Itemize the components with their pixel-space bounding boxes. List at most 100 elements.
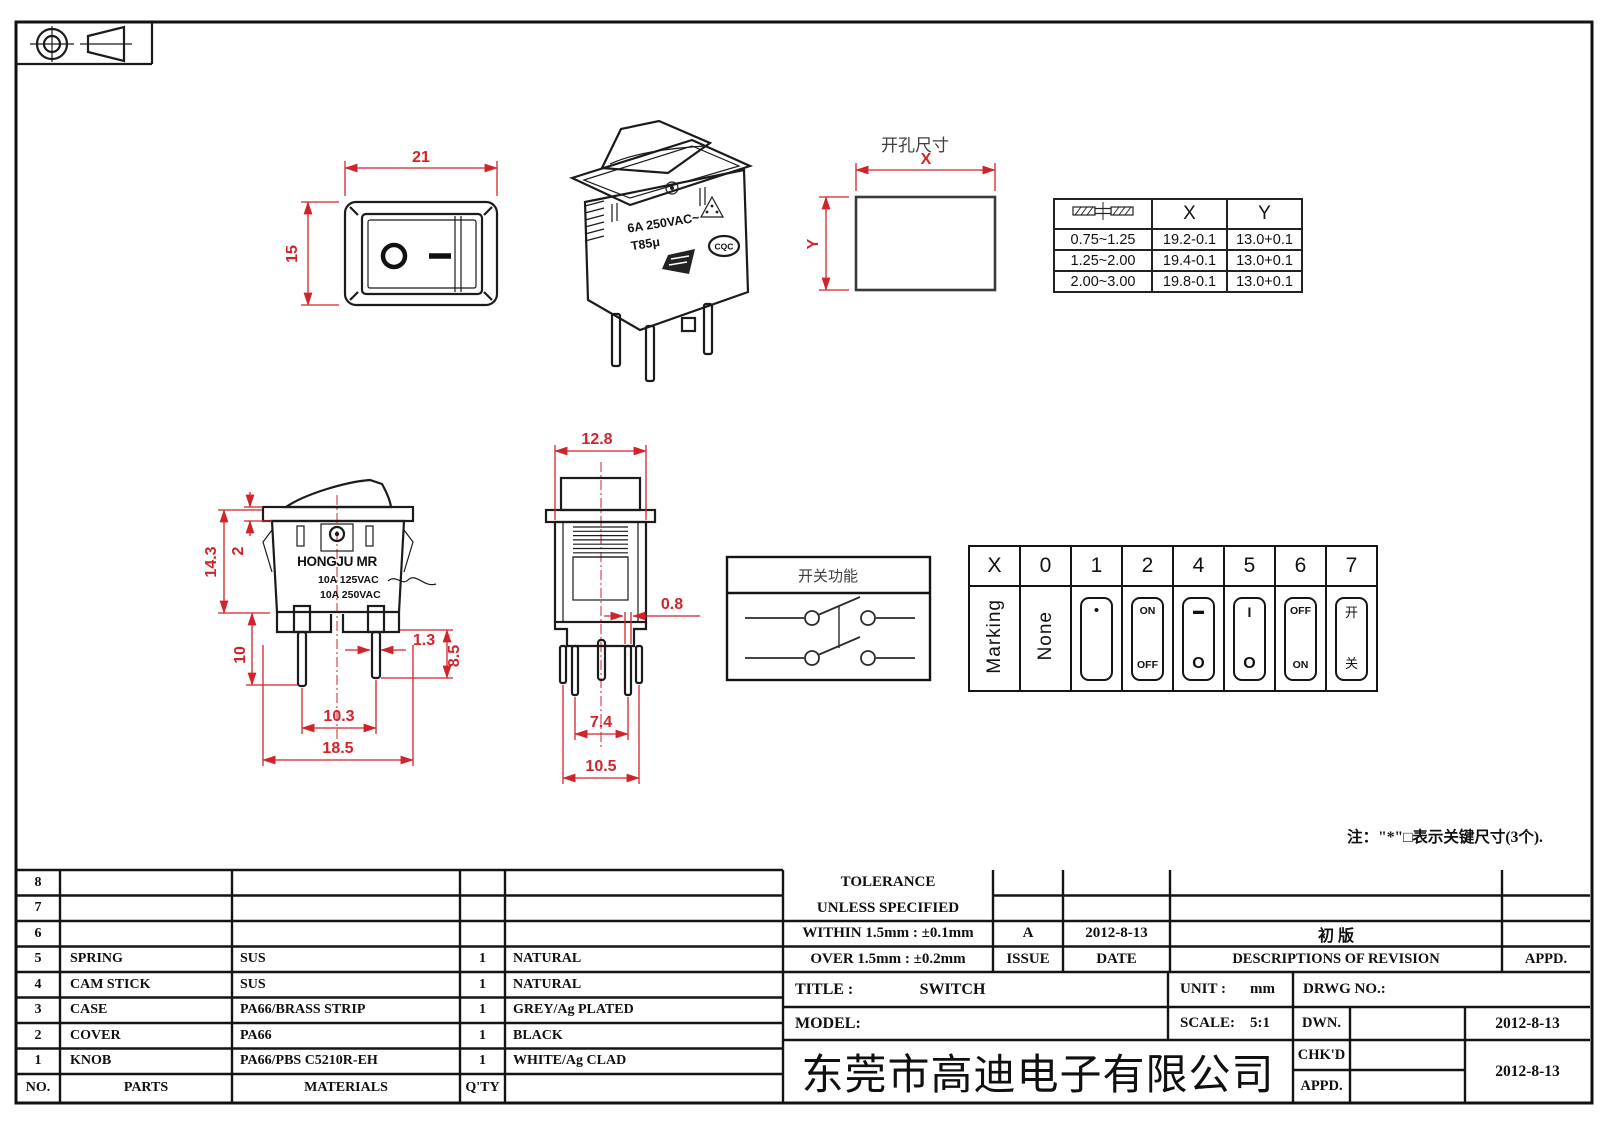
dim-front-width: 21 bbox=[412, 149, 430, 166]
rocker-option-1: • bbox=[1080, 596, 1113, 681]
o-mark: O bbox=[1192, 654, 1205, 672]
rocker-option-4: ▬O bbox=[1182, 596, 1215, 681]
rating1-text: 10A 125VAC bbox=[318, 574, 379, 586]
dot-mark: • bbox=[1093, 601, 1100, 619]
function-diagram: 开关功能 bbox=[725, 555, 932, 682]
dim-elev-height: 14.3 bbox=[203, 546, 220, 577]
isometric-view: 6A 250VAC~ T85μ CQC bbox=[568, 119, 754, 383]
date-label: DATE bbox=[1096, 950, 1137, 967]
o-mark: O bbox=[1243, 654, 1256, 672]
x-value: 19.4-0.1 bbox=[1151, 249, 1228, 272]
part-name: COVER bbox=[70, 1027, 121, 1043]
row-no: 7 bbox=[34, 900, 42, 915]
dim-end-pin-t: 0.8 bbox=[661, 596, 683, 613]
dim-elev-pin-w: 1.3 bbox=[413, 632, 435, 649]
panel-thickness-icon-cell bbox=[1053, 198, 1153, 230]
projection-cone-icon bbox=[86, 25, 126, 63]
tolerance-line2: UNLESS SPECIFIED bbox=[816, 899, 960, 916]
x-value: 19.8-0.1 bbox=[1151, 270, 1228, 293]
dim-cutout-y: Y bbox=[805, 238, 822, 249]
tolerance-line1: TOLERANCE bbox=[840, 874, 936, 890]
on-label: ON bbox=[1139, 604, 1156, 617]
cqc-mark-icon bbox=[707, 234, 741, 258]
pin-right bbox=[370, 630, 382, 680]
iso-rating-line2: T85μ bbox=[630, 235, 661, 253]
marking-header: 0 bbox=[1019, 545, 1072, 587]
y-value: 13.0+0.1 bbox=[1226, 228, 1303, 251]
ul-mark-icon bbox=[387, 577, 437, 586]
revision-description: 初 版 bbox=[1317, 927, 1354, 945]
row-no: 8 bbox=[34, 874, 42, 890]
header-parts: PARTS bbox=[123, 1079, 169, 1095]
dwn-date: 2012-8-13 bbox=[1495, 1014, 1560, 1032]
cqc-mark-text: CQC bbox=[715, 242, 734, 252]
key-dimension-note: 注："*"□表示关键尺寸(3个). bbox=[1347, 829, 1543, 846]
rocker-o-mark bbox=[380, 242, 408, 270]
row-no: 6 bbox=[34, 925, 42, 941]
cutout-row: 1.25~2.00 19.4-0.1 13.0+0.1 bbox=[1053, 249, 1303, 272]
part-qty: 1 bbox=[479, 1002, 486, 1017]
on-label: ON bbox=[1292, 658, 1309, 671]
i-mark: I bbox=[1247, 603, 1252, 620]
side-pins bbox=[558, 638, 644, 697]
marking-header: 5 bbox=[1223, 545, 1276, 587]
marking-header: 1 bbox=[1070, 545, 1123, 587]
dpst-circuit bbox=[745, 596, 915, 666]
marking-header: 4 bbox=[1172, 545, 1225, 587]
rocker-option-7: 开关 bbox=[1335, 596, 1368, 681]
dim-elev-pitch: 10.3 bbox=[323, 708, 354, 725]
part-finish: NATURAL bbox=[513, 976, 582, 992]
x-value: 19.2-0.1 bbox=[1151, 228, 1228, 251]
cutout-title: 开孔尺寸 bbox=[881, 136, 949, 155]
dark-logo-icon bbox=[662, 249, 695, 274]
pin-left bbox=[296, 630, 308, 688]
part-name: SPRING bbox=[70, 951, 123, 966]
guan-label: 关 bbox=[1344, 655, 1358, 671]
part-qty: 1 bbox=[479, 1027, 486, 1043]
cutout-col-x: X bbox=[1151, 198, 1228, 230]
drwg-no-label: DRWG NO.: bbox=[1303, 981, 1386, 997]
y-value: 13.0+0.1 bbox=[1226, 270, 1303, 293]
rib-lines bbox=[573, 526, 628, 558]
row-no: 4 bbox=[34, 976, 42, 992]
part-material: PA66 bbox=[240, 1027, 272, 1043]
appd-label: APPD. bbox=[1300, 1078, 1343, 1094]
bar-mark: ▬ bbox=[1193, 604, 1204, 617]
company-name: 东莞市高迪电子有限公司 bbox=[801, 1051, 1275, 1098]
dim-elev-top: 2 bbox=[230, 546, 247, 555]
header-materials: MATERIALS bbox=[304, 1079, 388, 1095]
front-view: 21 15 bbox=[284, 149, 499, 307]
scale-value: 5:1 bbox=[1250, 1015, 1270, 1031]
dim-elev-width: 18.5 bbox=[322, 740, 353, 757]
part-name: KNOB bbox=[70, 1053, 112, 1068]
thickness-range: 0.75~1.25 bbox=[1053, 228, 1153, 251]
marking-header: 2 bbox=[1121, 545, 1174, 587]
rocker-side bbox=[282, 478, 393, 509]
rocker-knob bbox=[600, 119, 713, 175]
projection-symbol bbox=[16, 22, 154, 66]
tolerance-within: WITHIN 1.5mm : ±0.1mm bbox=[802, 925, 974, 941]
description-label: DESCRIPTIONS OF REVISION bbox=[1232, 950, 1440, 967]
unit-label: UNIT : bbox=[1180, 981, 1226, 997]
panel-section-icon bbox=[1072, 202, 1134, 220]
title-label: TITLE : bbox=[795, 980, 854, 998]
issue-value: A bbox=[1022, 925, 1034, 941]
marking-label: Marking bbox=[983, 598, 1005, 674]
title-value: SWITCH bbox=[919, 980, 986, 998]
function-title: 开关功能 bbox=[798, 568, 858, 585]
cert-triangle-icon bbox=[699, 195, 725, 218]
rivet-icon bbox=[665, 181, 679, 195]
part-qty: 1 bbox=[479, 976, 486, 992]
cutout-table: X Y 0.75~1.25 19.2-0.1 13.0+0.1 1.25~2.0… bbox=[1053, 198, 1303, 293]
table-linework bbox=[16, 868, 1590, 1103]
part-finish: WHITE/Ag CLAD bbox=[513, 1053, 627, 1068]
row-no: 3 bbox=[34, 1002, 42, 1017]
rib-lines bbox=[584, 200, 605, 242]
part-finish: NATURAL bbox=[513, 951, 582, 966]
